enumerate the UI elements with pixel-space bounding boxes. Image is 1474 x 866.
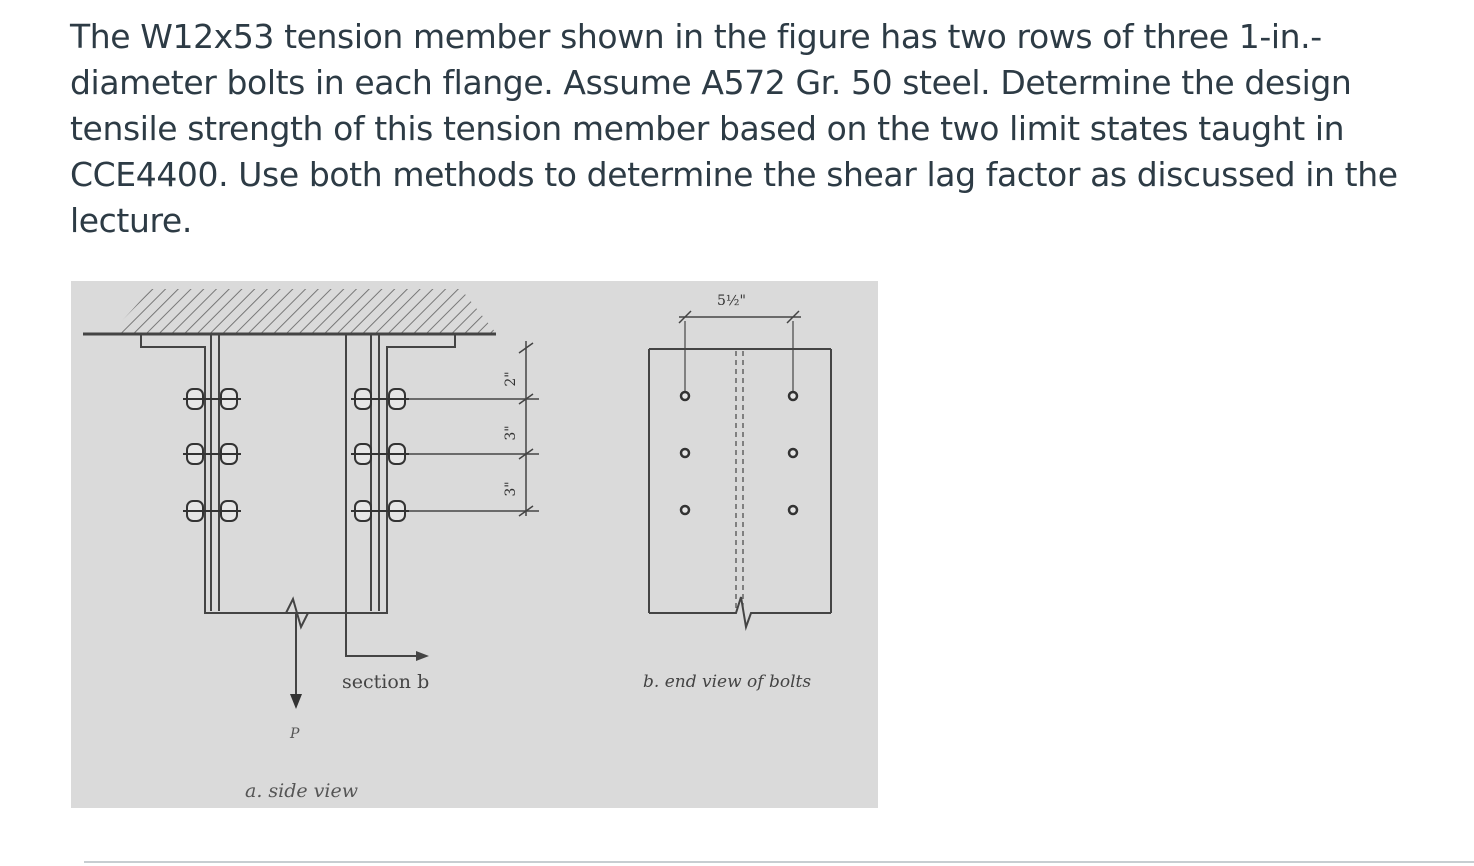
dim-5-5-label: 5½" — [717, 293, 746, 309]
section-label: section b — [342, 671, 429, 693]
right-flange-bolts — [351, 388, 409, 522]
side-view — [83, 289, 496, 709]
bolt-spacing-dimension — [409, 341, 539, 517]
bolt-hole — [679, 390, 691, 402]
divider — [84, 861, 1474, 863]
left-flange-bolts — [183, 388, 241, 522]
support-hatch — [111, 289, 496, 333]
bolt-hole — [787, 504, 799, 516]
bolt-hole — [679, 447, 691, 459]
load-arrow-head — [290, 694, 302, 709]
caption-end-view: b. end view of bolts — [643, 672, 811, 692]
load-label: P — [289, 726, 300, 742]
bolt-hole — [787, 447, 799, 459]
dim-3a-label: 3" — [503, 425, 519, 440]
bolt-hole — [679, 504, 691, 516]
bolt-hole — [787, 390, 799, 402]
caption-side-view: a. side view — [245, 780, 358, 802]
end-view — [648, 310, 832, 631]
end-view-bolt-holes — [679, 390, 799, 516]
dim-3b-label: 3" — [503, 481, 519, 496]
dim-2-label: 2" — [503, 371, 519, 386]
problem-statement: The W12x53 tension member shown in the f… — [70, 17, 1398, 240]
connection-figure: 2" 3" 3" section b P a. side view — [71, 281, 878, 808]
